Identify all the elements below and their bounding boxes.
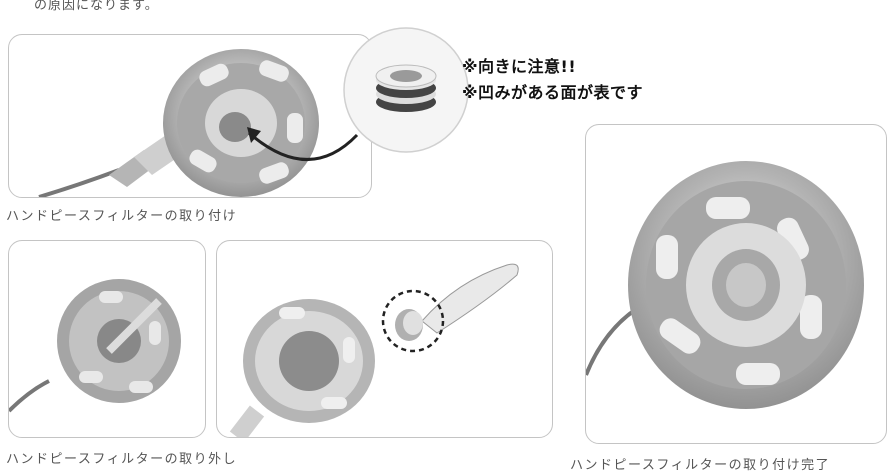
filter-zoom-illustration bbox=[343, 27, 469, 153]
remove-panel-right bbox=[216, 240, 553, 438]
complete-caption: ハンドピースフィルターの取り付け完了 bbox=[570, 458, 831, 473]
handpiece-complete-illustration bbox=[586, 161, 864, 409]
intro-text: の原因になります。 bbox=[34, 0, 159, 13]
remove-panel-left bbox=[8, 240, 206, 438]
attach-caption: ハンドピースフィルターの取り付け bbox=[6, 209, 238, 224]
handpiece-remove-illustration bbox=[9, 279, 181, 413]
remove-caption: ハンドピースフィルターの取り外し bbox=[6, 452, 238, 467]
handpiece-attach-illustration bbox=[38, 49, 359, 197]
orientation-warning: ※向きに注意!! bbox=[462, 57, 577, 76]
filter-tool-illustration bbox=[229, 263, 519, 437]
attach-panel bbox=[8, 34, 372, 198]
front-side-warning: ※凹みがある面が表です bbox=[462, 83, 644, 102]
complete-panel bbox=[585, 124, 887, 444]
